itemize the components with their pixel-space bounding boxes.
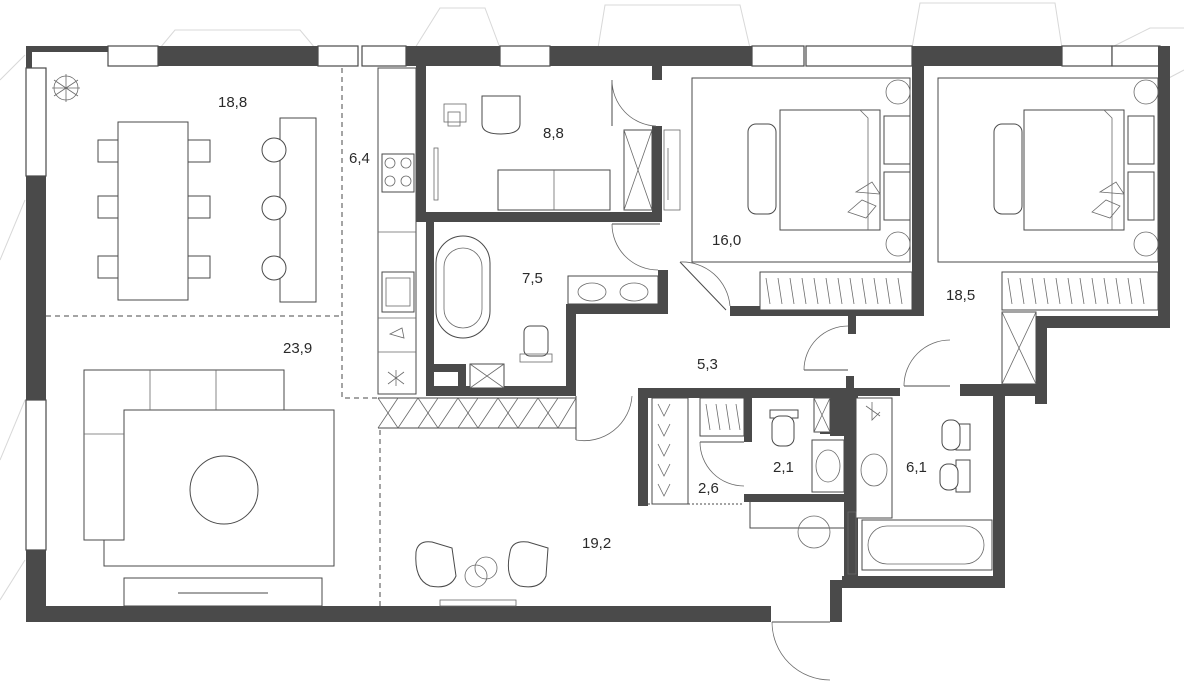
room-area-toilet: 2,1: [773, 459, 794, 476]
room-area-corridor: 5,3: [697, 356, 718, 373]
partitions: [378, 397, 844, 529]
windows: [25, 45, 1161, 551]
room-area-kitchen: 6,4: [349, 150, 370, 167]
room-area-bedroom-2: 18,5: [946, 287, 975, 304]
facade-outline: [0, 2, 1184, 601]
room-area-bedroom-1: 16,0: [712, 232, 741, 249]
room-area-closet: 2,6: [698, 480, 719, 497]
room-area-living: 23,9: [283, 340, 312, 357]
room-area-hall: 19,2: [582, 535, 611, 552]
toilet-fixtures: [769, 397, 845, 493]
bathroom-1-fixtures: [435, 235, 659, 363]
bedroom-1-furniture: [691, 77, 913, 311]
room-area-dressing: 8,8: [543, 125, 564, 142]
plant-icon: [52, 74, 80, 102]
dressing-furniture: [433, 95, 681, 211]
zone-dividers: [46, 68, 381, 606]
bedroom-2-furniture: [937, 77, 1159, 385]
room-area-bathroom-1: 7,5: [522, 270, 543, 287]
room-labels: 18,8 6,4 8,8 16,0 7,5 18,5 23,9 5,3 19,2…: [218, 94, 975, 552]
closet-fixtures: [651, 397, 745, 505]
room-area-bathroom-2: 6,1: [906, 459, 927, 476]
storage-strip: [377, 363, 577, 429]
kitchen-furniture: [377, 67, 417, 395]
room-area-dining: 18,8: [218, 94, 247, 111]
hall-furniture: [415, 515, 831, 607]
doors: [575, 79, 951, 681]
bathroom-2-fixtures: [847, 397, 993, 575]
living-furniture: [83, 369, 335, 607]
dining-furniture: [52, 74, 317, 303]
